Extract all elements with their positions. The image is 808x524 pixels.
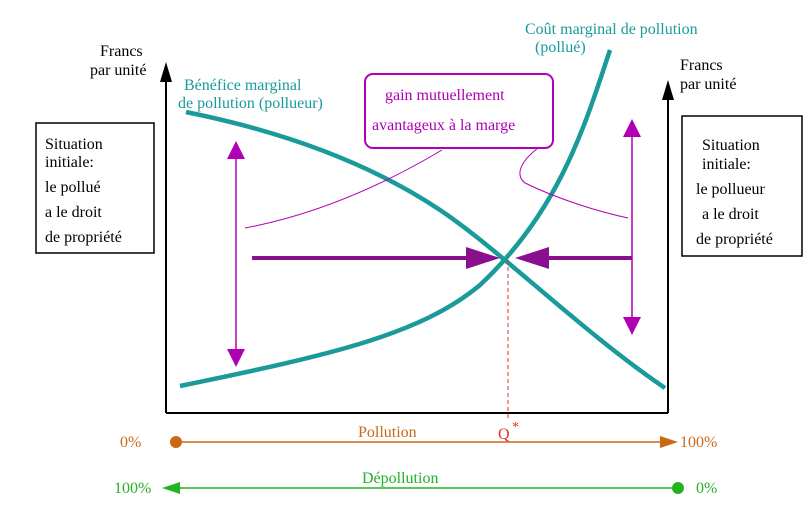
right-box-line3: le pollueur bbox=[696, 181, 766, 198]
left-horizontal-arrowhead bbox=[466, 247, 500, 269]
pollution-start-label: 0% bbox=[120, 434, 141, 451]
left-box-line5: de propriété bbox=[45, 229, 122, 246]
right-box-line4: a le droit bbox=[702, 206, 759, 223]
pollution-arrowhead bbox=[660, 436, 678, 448]
right-axis-label-line1: Francs bbox=[680, 57, 723, 74]
depollution-start-label: 100% bbox=[114, 480, 151, 497]
right-y-axis-arrowhead bbox=[662, 80, 674, 100]
left-initial-situation-box bbox=[35, 122, 155, 254]
axes bbox=[160, 62, 674, 414]
benefit-curve-label-line1: Bénéfice marginal bbox=[184, 77, 302, 94]
cost-curve-label-line1: Coût marginal de pollution bbox=[525, 21, 698, 38]
left-y-axis-arrowhead bbox=[160, 62, 172, 82]
pollution-end-label: 100% bbox=[680, 434, 717, 451]
gain-box-line2: avantageux à la marge bbox=[372, 117, 515, 134]
pollution-label: Pollution bbox=[358, 424, 417, 441]
gain-box-line1: gain mutuellement bbox=[385, 87, 505, 104]
gain-box bbox=[364, 73, 554, 149]
depollution-arrowhead bbox=[162, 482, 180, 494]
pollution-scale: 0% Pollution 100% bbox=[120, 424, 717, 451]
right-box-line2: initiale: bbox=[702, 156, 751, 173]
left-box-line3: le pollué bbox=[45, 179, 101, 196]
benefit-curve-label-line2: de pollution (pollueur) bbox=[178, 95, 323, 112]
equilibrium-label: Q bbox=[498, 426, 510, 443]
depollution-scale: 100% Dépollution 0% bbox=[114, 470, 717, 497]
depollution-end-dot bbox=[672, 482, 684, 494]
gain-pointer-right bbox=[519, 147, 629, 219]
left-box-line1: Situation bbox=[45, 136, 103, 153]
right-box-line1: Situation bbox=[702, 137, 760, 154]
left-box-line2: initiale: bbox=[45, 154, 94, 171]
depollution-end-label: 0% bbox=[696, 480, 717, 497]
cost-curve-label-line2: (pollué) bbox=[535, 39, 586, 56]
gain-pointer-left bbox=[244, 149, 443, 229]
marginal-cost-curve bbox=[179, 49, 613, 389]
right-horizontal-arrowhead bbox=[515, 247, 549, 269]
right-box-line5: de propriété bbox=[696, 231, 773, 248]
left-axis-label-line1: Francs bbox=[100, 43, 143, 60]
right-initial-situation-box bbox=[681, 115, 803, 257]
marginal-benefit-curve bbox=[185, 109, 667, 390]
left-box-line4: a le droit bbox=[45, 204, 102, 221]
right-axis-label-line2: par unité bbox=[680, 76, 736, 93]
depollution-label: Dépollution bbox=[362, 470, 438, 487]
left-axis-label-line2: par unité bbox=[90, 62, 146, 79]
equilibrium-star: * bbox=[512, 420, 519, 435]
